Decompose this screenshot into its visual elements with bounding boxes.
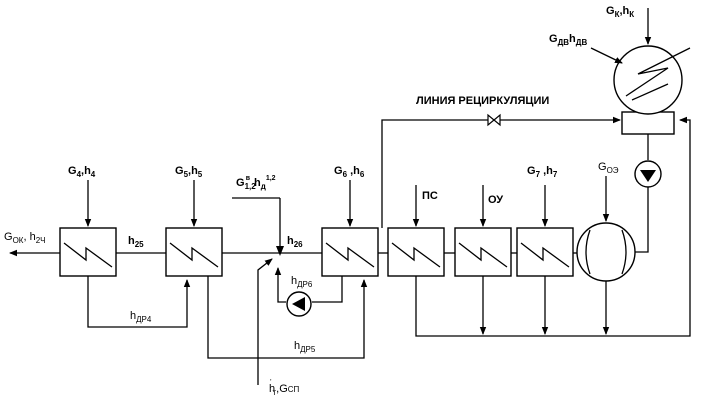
drain-6-line-b bbox=[274, 267, 286, 303]
condensate-pump bbox=[634, 160, 662, 188]
label-gk-hk: GК,hК bbox=[606, 5, 634, 19]
drain-5-line bbox=[207, 276, 368, 359]
drain-pump-6 bbox=[286, 291, 312, 317]
recirculation-valve bbox=[487, 113, 501, 127]
label-ht-gsp: h'т,GСП bbox=[269, 379, 300, 397]
heater-pnd4 bbox=[59, 227, 117, 277]
label-hdr6: hДР6 bbox=[291, 275, 313, 289]
label-gok-h2ch: GОК, h2Ч bbox=[4, 231, 45, 245]
label-recirculation: ЛИНИЯ РЕЦИРКУЛЯЦИИ bbox=[416, 95, 549, 107]
label-gdv-hdv: GДВhДВ bbox=[549, 33, 587, 47]
recirculation-line bbox=[381, 119, 488, 228]
heater-pnd6 bbox=[321, 227, 379, 277]
label-ps: ПС bbox=[422, 190, 438, 202]
turbine-steam-line bbox=[257, 258, 273, 385]
label-g5-h5: G5,h5 bbox=[175, 165, 203, 179]
drain-6-line-a bbox=[312, 276, 343, 303]
label-g4-h4: G4,h4 bbox=[68, 165, 96, 179]
heater-ps bbox=[387, 227, 445, 277]
label-h25: h25 bbox=[128, 235, 144, 249]
mixing-junction-arrow bbox=[276, 246, 284, 256]
heater-ou bbox=[454, 227, 512, 277]
drain-4-line bbox=[87, 276, 191, 328]
label-hdr5: hДР5 bbox=[294, 340, 316, 354]
label-g6-h6: G6 ,h6 bbox=[334, 165, 365, 179]
label-ou: ОУ bbox=[488, 194, 503, 206]
label-goe: GОЭ bbox=[598, 161, 619, 175]
pump-discharge-line bbox=[635, 187, 649, 253]
make-up-water-arrow bbox=[590, 47, 623, 64]
label-g7-h7: G7 ,h7 bbox=[527, 165, 558, 179]
label-hdr4: hДР4 bbox=[130, 310, 152, 324]
heater-pnd7 bbox=[516, 227, 574, 277]
drain-collector-line bbox=[415, 116, 691, 337]
ejector-cooler bbox=[576, 222, 636, 282]
label-h26: h26 bbox=[287, 235, 303, 249]
heater-pnd5 bbox=[165, 227, 223, 277]
condenser bbox=[613, 45, 691, 135]
